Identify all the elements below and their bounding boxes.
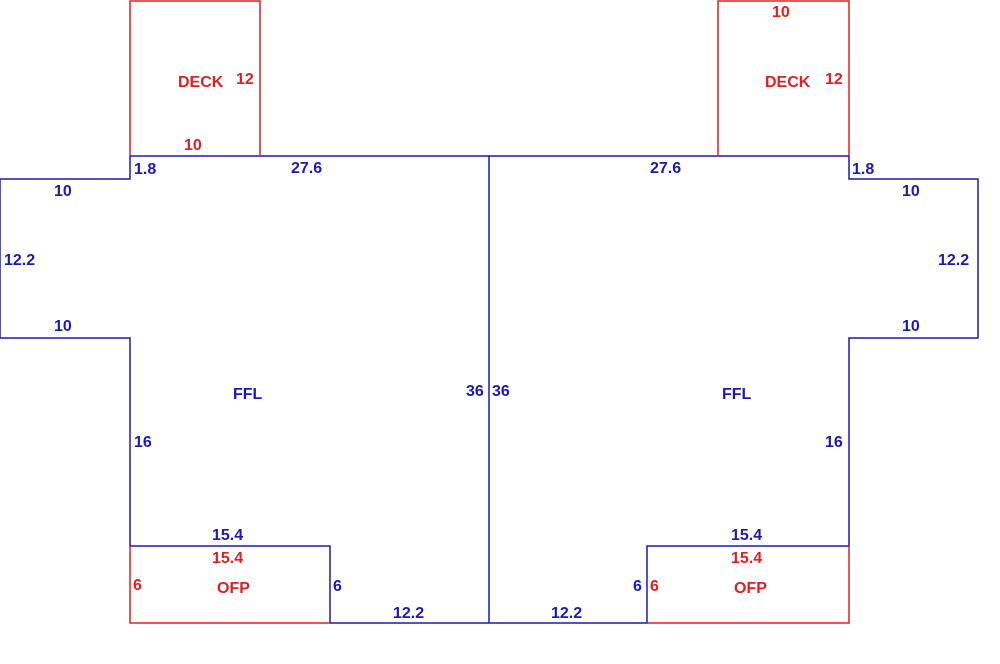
dim-right-ofp-top-red: 15.4 [731,550,762,567]
left-ofp-label: OFP [217,580,250,597]
dim-left-party: 36 [466,383,484,400]
dim-left-bottom: 12.2 [393,605,424,622]
dim-right-party: 36 [492,383,510,400]
dim-right-deck-side: 12 [825,71,843,88]
right-ofp-label: OFP [734,580,767,597]
dim-right-bottom: 12.2 [551,605,582,622]
dim-right-side: 16 [825,434,843,451]
dim-right-top-small: 1.8 [852,161,874,178]
right-ffl-label: FFL [722,386,752,403]
dim-left-wing-top: 10 [54,183,72,200]
right-ofp-outline [647,546,850,624]
right-deck-outline [717,0,850,156]
dim-right-top: 27.6 [650,160,681,177]
dim-left-deck-bottom: 10 [184,137,202,154]
dim-left-step: 6 [333,578,342,595]
dim-left-side: 16 [134,434,152,451]
left-deck-label: DECK [178,74,224,91]
dim-left-wing-bottom: 10 [54,318,72,335]
dim-left-ofp-top-red: 15.4 [212,550,243,567]
left-ofp-outline [129,546,330,624]
dim-right-ofp-top: 15.4 [731,527,762,544]
dim-right-wing-top: 10 [902,183,920,200]
dim-right-step: 6 [633,578,642,595]
dim-right-wing-side: 12.2 [938,252,969,269]
dim-left-ofp-top: 15.4 [212,527,243,544]
left-ffl-label: FFL [233,386,263,403]
dim-left-top: 27.6 [291,160,322,177]
right-deck-label: DECK [765,74,811,91]
dim-left-wing-side: 12.2 [4,252,35,269]
dim-right-ofp-side: 6 [650,578,659,595]
dim-right-wing-bottom: 10 [902,318,920,335]
dim-left-ofp-side: 6 [133,577,142,594]
dim-left-top-small: 1.8 [134,161,156,178]
dim-left-deck-side: 12 [236,71,254,88]
dim-right-deck-top: 10 [772,4,790,21]
left-deck-outline [129,0,261,156]
